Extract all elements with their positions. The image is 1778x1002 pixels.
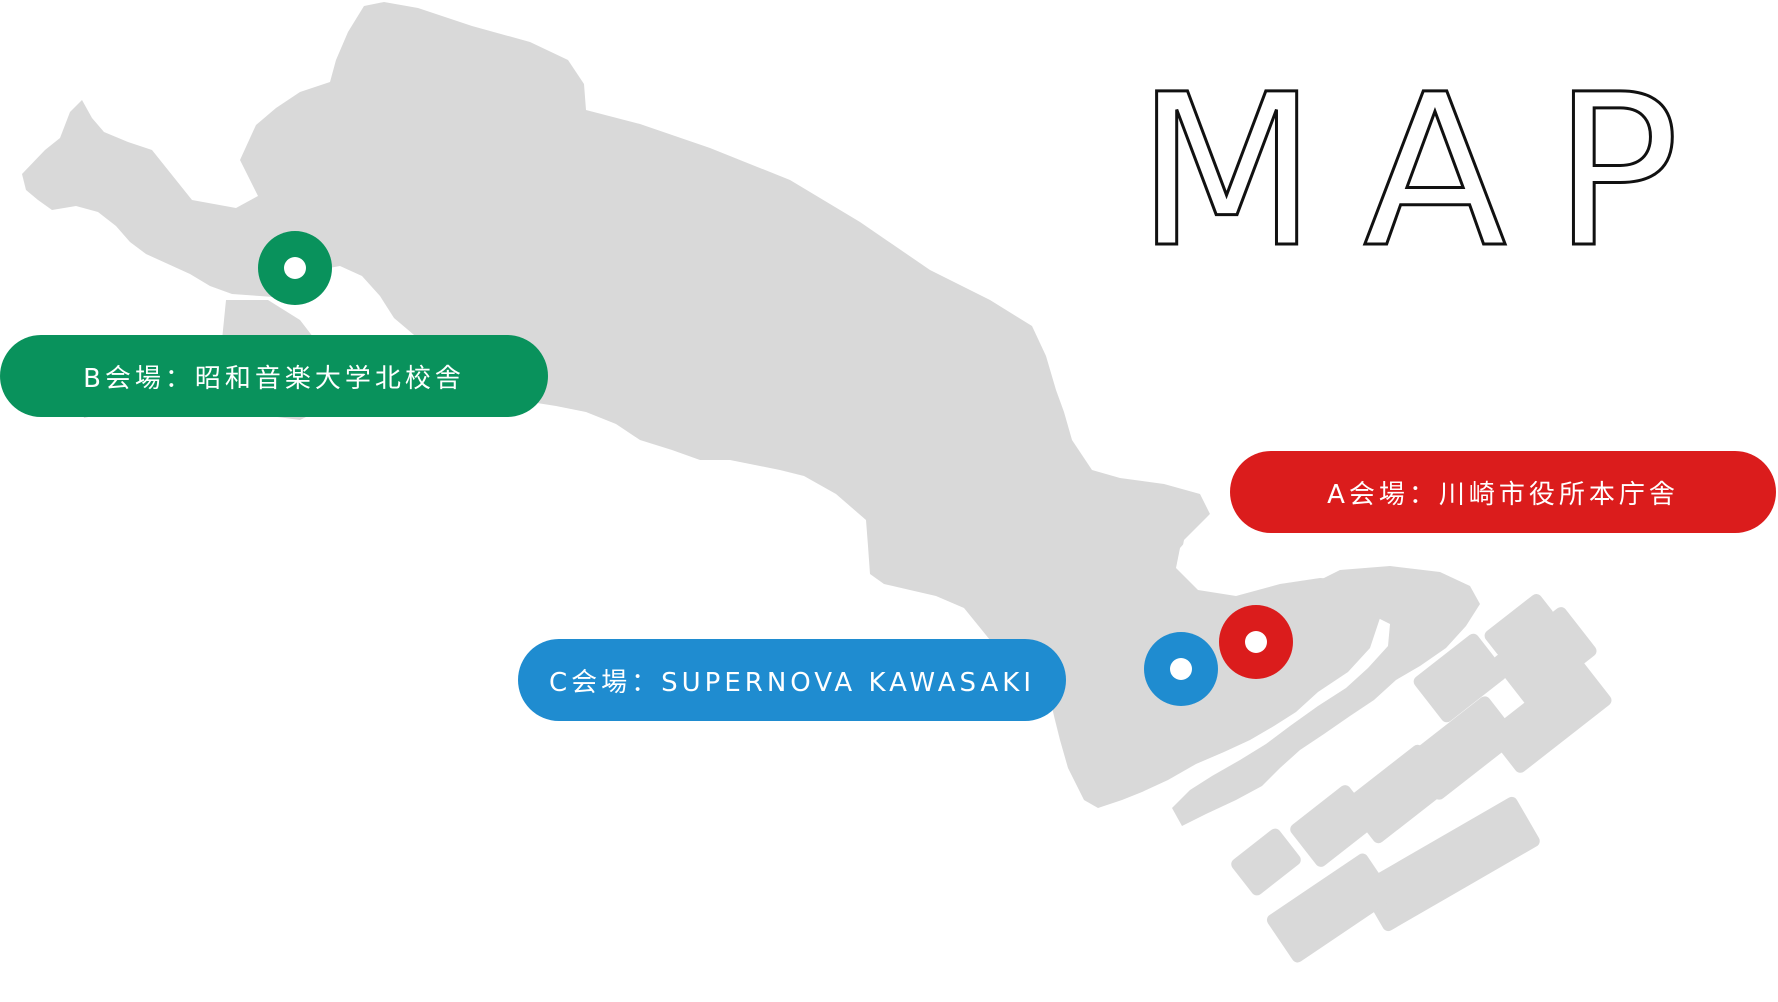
venue-b-label[interactable]: B会場：昭和音楽大学北校舎 <box>0 335 548 417</box>
harbour-block <box>1360 796 1540 932</box>
harbour-block <box>1231 828 1301 896</box>
harbour-block <box>1488 661 1612 773</box>
venue-c-marker[interactable] <box>1144 632 1218 706</box>
harbour-block <box>1413 633 1507 723</box>
venue-a-marker[interactable] <box>1219 605 1293 679</box>
venue-a-pin-dot <box>1245 631 1267 653</box>
venue-c-pin-dot <box>1170 658 1192 680</box>
map-title: MAP <box>1136 49 1725 294</box>
harbour-block <box>1290 785 1376 867</box>
venue-b-pin-dot <box>284 257 306 279</box>
venue-b-marker[interactable] <box>258 231 332 305</box>
river-inlet <box>1180 514 1238 574</box>
harbour-block <box>1266 853 1394 963</box>
city-land-main <box>22 2 1380 808</box>
venue-c-label[interactable]: C会場：SUPERNOVA KAWASAKI <box>518 639 1066 721</box>
harbour-block <box>1493 607 1597 705</box>
venue-a-label[interactable]: A会場：川崎市役所本庁舎 <box>1230 451 1776 533</box>
harbour-block <box>1484 594 1554 656</box>
harbour-area <box>1172 566 1480 826</box>
